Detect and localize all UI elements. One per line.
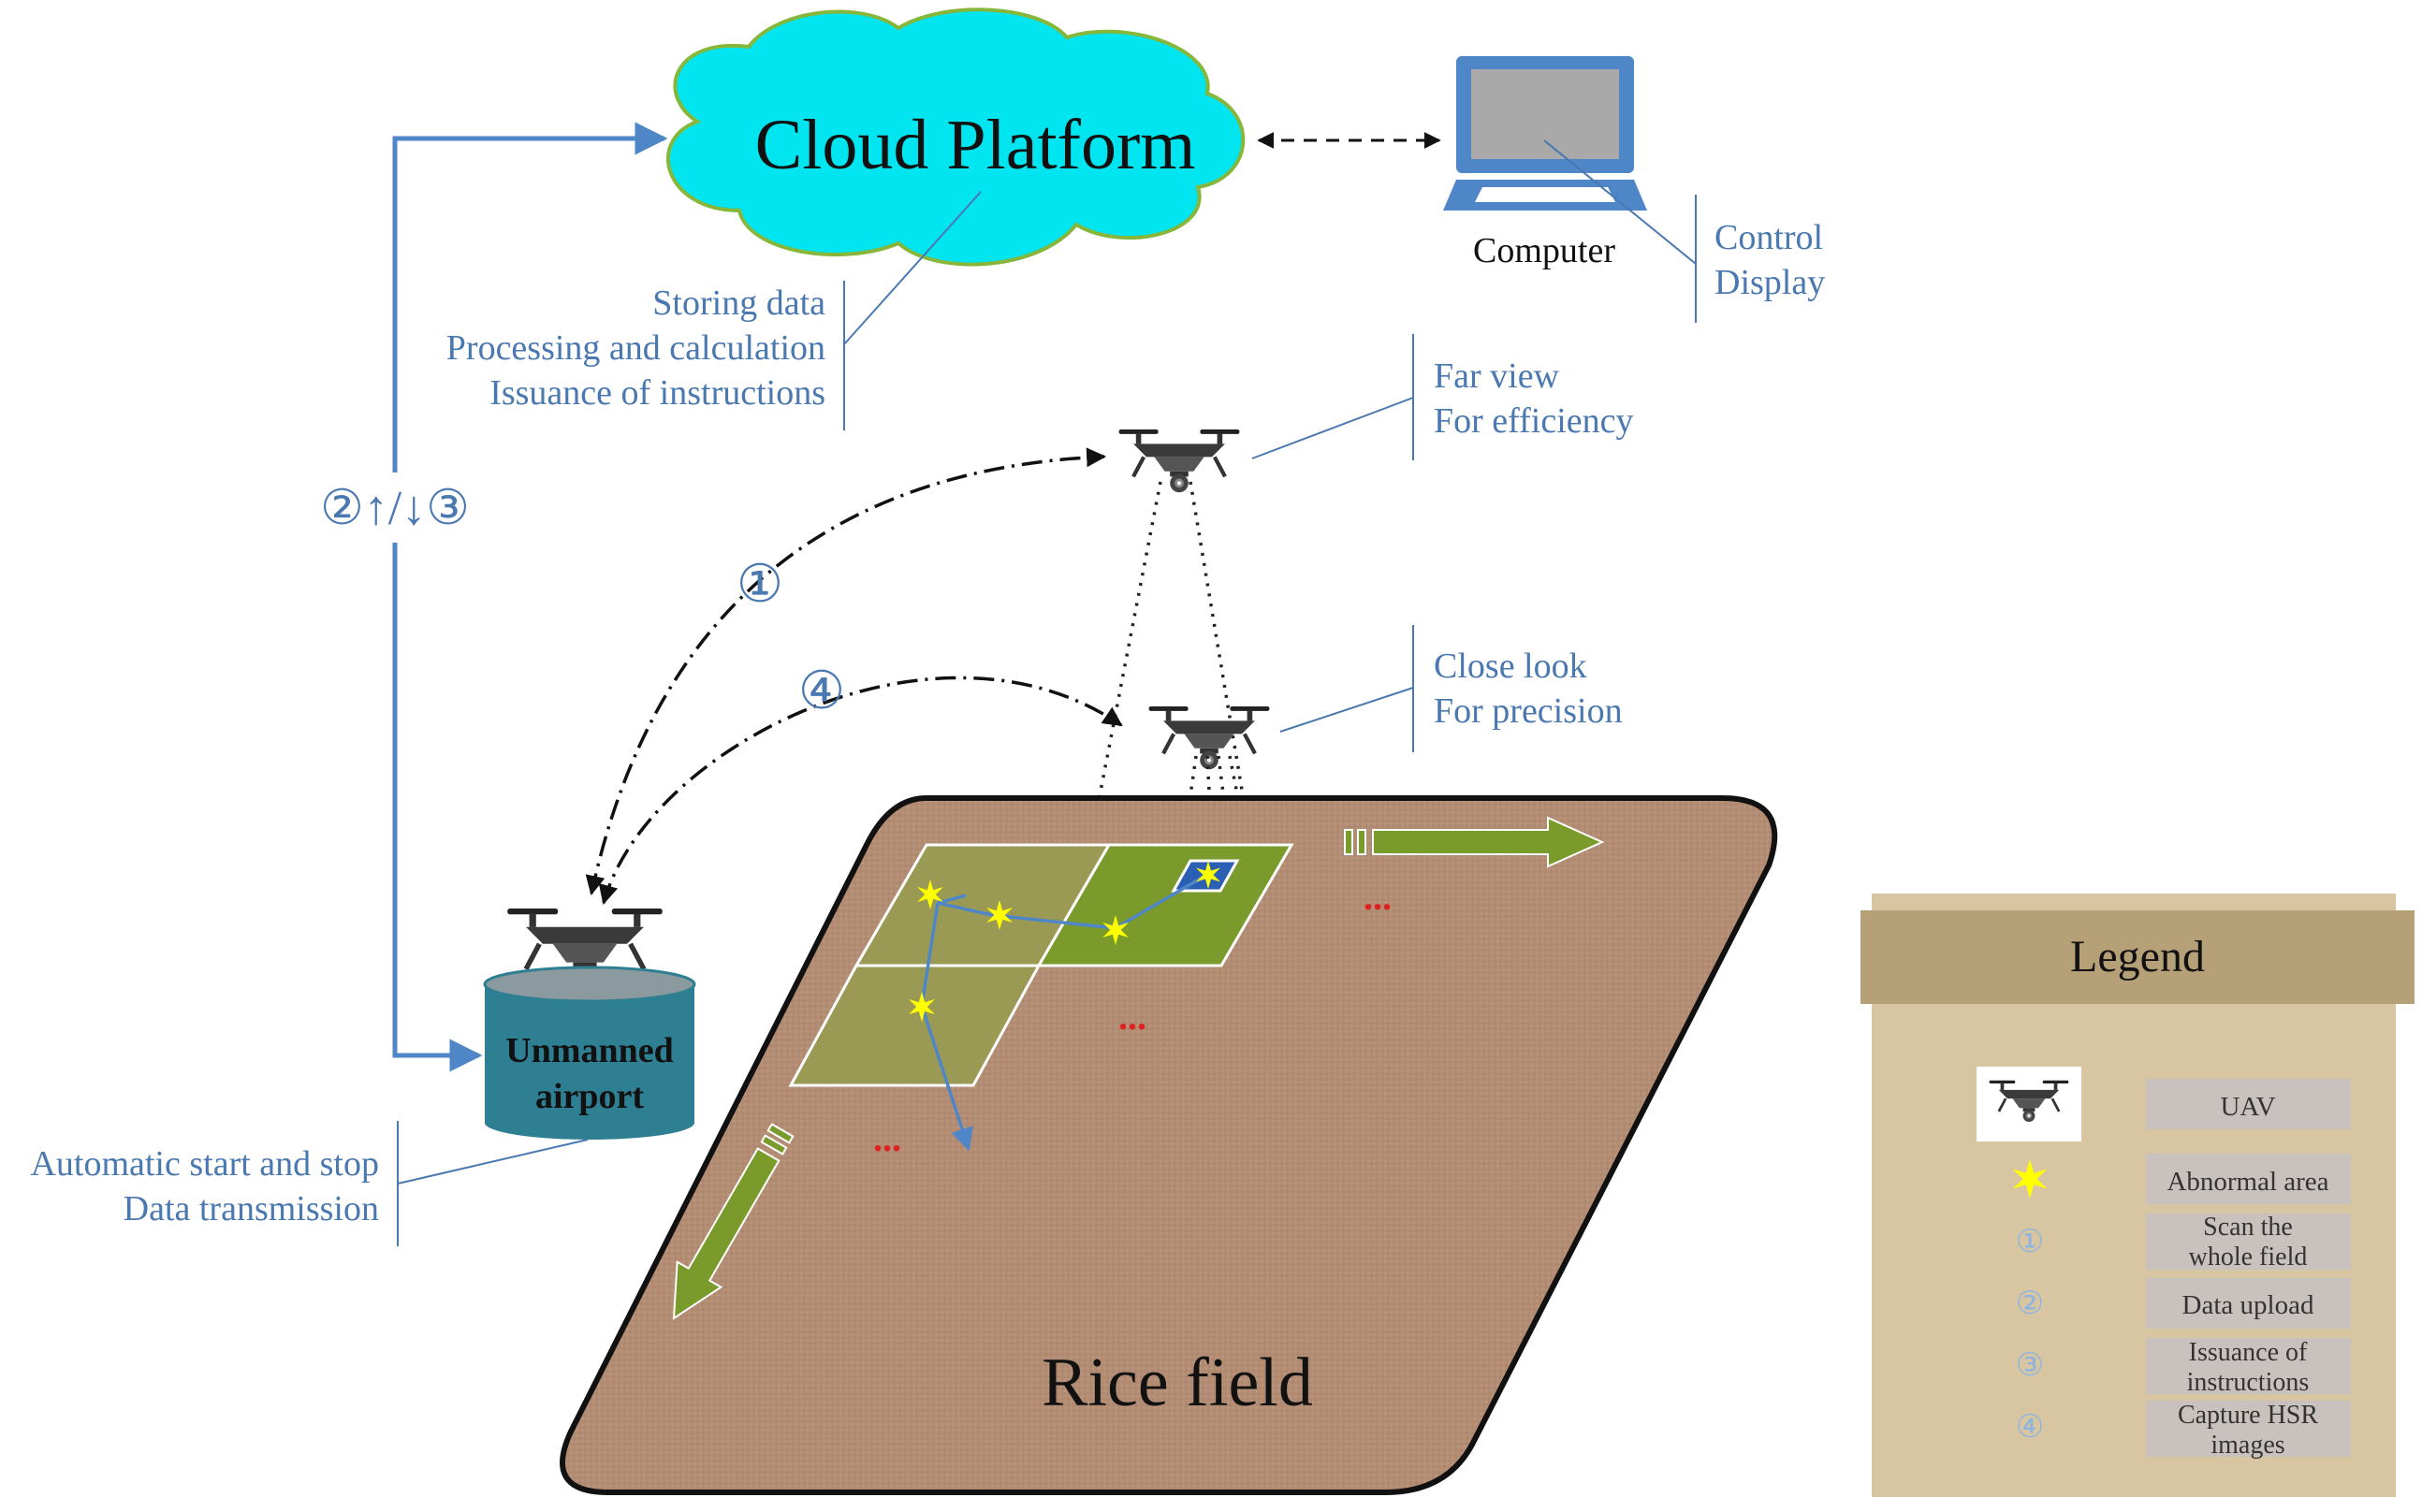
computer-note-control: Control: [1714, 218, 1823, 257]
uav-far-icon: [1119, 429, 1240, 492]
cloud-shape: [666, 7, 1246, 267]
uav-far-note-view: Far view: [1434, 356, 1560, 396]
step-capture-label: ④: [798, 662, 845, 720]
legend-label-abnormal: Abnormal area: [2167, 1167, 2328, 1197]
more-plots-dots-1: ...: [1364, 876, 1392, 918]
cloud-note-storing: Storing data: [652, 284, 825, 323]
cloud-airport-link-to-cloud: [392, 122, 668, 472]
upload-issuance-label: ②↑/↓③: [320, 482, 470, 535]
cloud-note-issuance: Issuance of instructions: [489, 373, 825, 413]
cloud-note-processing: Processing and calculation: [446, 328, 825, 368]
uav-close-note-precision: For precision: [1434, 691, 1623, 731]
plot-bottom-left: [788, 964, 1042, 1087]
cloud-airport-link-to-airport: [392, 543, 483, 1072]
rice-field-label: Rice field: [1042, 1345, 1313, 1421]
direction-arrow-right: [1344, 816, 1605, 868]
legend-label-upload: Data upload: [2182, 1290, 2314, 1320]
legend-header: [1860, 910, 2415, 1004]
uav-close-note-look: Close look: [1434, 647, 1587, 686]
far-view-cone-right: [1189, 481, 1254, 852]
airport-pointer-line: [397, 1139, 589, 1185]
legend-uav-cell: [2146, 1079, 2351, 1129]
airport-note-start-stop: Automatic start and stop: [30, 1144, 379, 1184]
far-view-cone-left: [1074, 481, 1162, 918]
scan-flight-path: [937, 875, 1204, 930]
computer-note-display: Display: [1714, 263, 1825, 302]
legend-capture-cell: [2146, 1401, 2351, 1457]
legend-scan-cell: [2146, 1214, 2351, 1270]
uav-close-icon: [1149, 706, 1270, 769]
legend-step-4-icon: ④: [2016, 1410, 2044, 1445]
computer-pointer-line: [1543, 139, 1697, 265]
airport-label-line2: airport: [535, 1077, 644, 1116]
legend-issuance-cell: [2146, 1338, 2351, 1394]
more-plots-dots-2: ...: [1118, 996, 1146, 1038]
computer-label: Computer: [1473, 231, 1615, 270]
airport-note-transmission: Data transmission: [124, 1189, 379, 1228]
direction-arrow-down: [672, 1123, 795, 1320]
cloud-pointer-line: [843, 191, 982, 345]
cloud-platform: Cloud Platform: [666, 7, 1246, 267]
legend-abnormal-cell: [2146, 1154, 2351, 1204]
airport-label-line1: Unmanned: [505, 1031, 674, 1070]
more-plots-dots-3: ...: [873, 1117, 901, 1159]
cloud-title: Cloud Platform: [755, 106, 1196, 184]
unmanned-airport: Unmanned airport: [483, 966, 696, 1140]
legend-step-1-icon: ①: [2016, 1225, 2044, 1259]
step-scan-label: ①: [737, 556, 783, 614]
legend-upload-cell: [2146, 1278, 2351, 1329]
legend-step-2-icon: ②: [2016, 1287, 2044, 1321]
legend-title: Legend: [2070, 932, 2205, 981]
uav-far-pointer-line: [1251, 397, 1414, 459]
computer-icon: [1443, 56, 1647, 211]
legend-step-3-icon: ③: [2016, 1348, 2044, 1383]
legend-label-uav: UAV: [2220, 1092, 2275, 1122]
field-plots: [788, 843, 1294, 1087]
uav-far-note-efficiency: For efficiency: [1434, 401, 1634, 441]
uav-close-pointer-line: [1279, 687, 1414, 733]
